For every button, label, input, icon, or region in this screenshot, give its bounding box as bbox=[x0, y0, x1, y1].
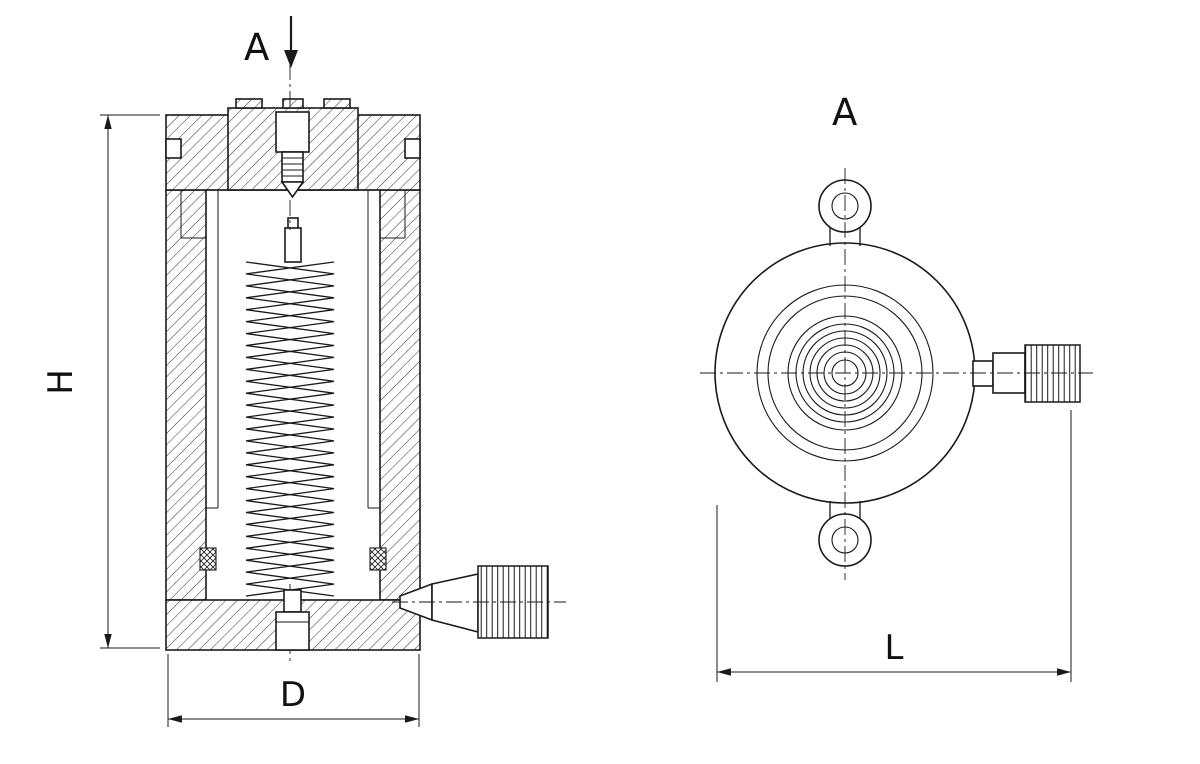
top-view: A bbox=[700, 91, 1093, 580]
fitting-top bbox=[972, 344, 1081, 403]
cylinder-wall-right bbox=[379, 189, 421, 601]
gland-tab-left bbox=[235, 98, 263, 109]
spring-coil-back bbox=[245, 261, 335, 597]
bolt-shaft bbox=[281, 151, 304, 183]
fitting-body bbox=[431, 573, 479, 634]
seal-right bbox=[369, 547, 387, 571]
fitting-front bbox=[392, 565, 566, 639]
bolt-tip bbox=[280, 181, 305, 199]
bolt-head bbox=[275, 111, 310, 153]
section-arrow-head bbox=[284, 50, 298, 68]
dim-label-l: L bbox=[885, 628, 904, 668]
view-label: A bbox=[832, 91, 857, 134]
dim-label-h: H bbox=[41, 369, 81, 395]
base-port bbox=[275, 611, 310, 651]
spring-pin-top bbox=[284, 227, 302, 263]
cylinder-wall-left bbox=[165, 189, 207, 601]
front-section-view bbox=[165, 64, 566, 662]
gland-tab-center bbox=[282, 98, 304, 109]
spring-coil-front bbox=[245, 261, 335, 597]
seal-left bbox=[199, 547, 217, 571]
dimension-d: D bbox=[167, 654, 420, 727]
spring-pin-bottom bbox=[283, 589, 302, 613]
flange-lug-right bbox=[404, 138, 421, 159]
dimension-h: H bbox=[41, 114, 160, 649]
eyelet-top-hole bbox=[831, 192, 859, 220]
flange-lug-left bbox=[165, 138, 182, 159]
section-cut-mark: A bbox=[244, 16, 298, 69]
dim-label-d: D bbox=[280, 675, 306, 715]
gland-tab-right bbox=[323, 98, 351, 109]
fitting-knurl-top bbox=[1024, 344, 1081, 403]
dimension-l: L bbox=[716, 410, 1072, 682]
fitting-step-1 bbox=[972, 360, 994, 387]
section-cut-label: A bbox=[244, 26, 269, 69]
